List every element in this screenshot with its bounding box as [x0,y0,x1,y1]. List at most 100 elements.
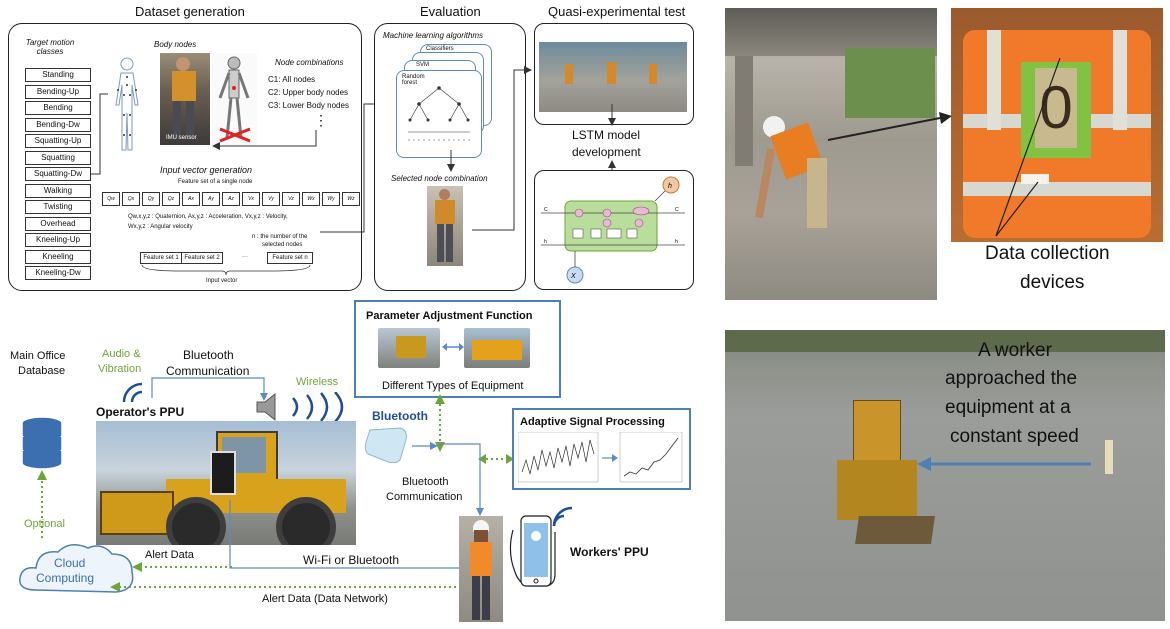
feature-set-1: Feature set 1 [140,252,182,264]
workers-ppu-label: Workers' PPU [570,545,649,559]
worker-line1: A worker [978,340,1052,361]
different-equipment-label: Different Types of Equipment [382,380,524,392]
signal-waves-icon [122,382,143,403]
motion-class-item: Kneeling-Dw [25,266,91,280]
input-vector-label: Input vector [206,278,238,284]
operator-ppu-label: Operator's PPU [96,405,185,419]
worker-line4: constant speed [950,426,1079,447]
bt-comm2-line2: Communication [386,491,463,503]
evaluation-title: Evaluation [420,4,481,19]
worker-bending-photo [725,8,937,300]
bluetooth-tag-icon [364,427,407,464]
motion-class-item: Bending [25,101,91,115]
quasi-down-arrow [608,104,616,126]
feature-cell: Qx [122,192,140,206]
worker-line3: equipment at a [945,397,1071,418]
motion-class-item: Standing [25,68,91,82]
node-combinations-label: Node combinations [275,58,344,67]
optional-label: Optional [24,518,65,530]
bt-comm-arrow [151,377,268,401]
wifi-bt-label: Wi-Fi or Bluetooth [303,553,400,567]
body-nodes-label: Body nodes [154,40,197,49]
approach-direction-arrow [917,457,1091,471]
phone-signal-icon [552,506,573,527]
random-forest-tree-icon [408,86,470,141]
motion-class-item: Squatting-Dw [25,167,91,181]
dataset-title: Dataset generation [135,4,245,19]
worker-line2: approached the [945,368,1078,389]
parameter-box: Parameter Adjustment Function Different … [354,300,561,398]
node-combination-1: C1: All nodes [268,75,316,84]
audio-line1: Audio & [102,348,141,360]
motion-class-item: Walking [25,183,91,198]
vest-callout-arrows [827,57,1061,237]
bt-comm-line2: Communication [166,364,250,378]
feature-legend-line1: Qw,x,y,z : Quaternion, Ax,y,z : Accelera… [128,214,288,220]
vest-photo: 0 [951,8,1163,242]
quasi-title: Quasi-experimental test [548,4,686,19]
feature-cell: Ay [202,192,220,206]
motion-class-item: Bending-Up [25,84,91,99]
lstm-ct-symbol: C [675,207,679,213]
alert-data-arrow [132,562,232,572]
parameter-title: Parameter Adjustment Function [366,310,533,322]
quasi-photo-box [534,23,694,125]
lstm-ht-symbol: h [668,183,672,190]
alert-network-arrow [110,582,466,592]
database-icon [21,416,63,470]
motion-class-item: Squatting [25,150,91,165]
main-office-line1: Main Office [10,350,66,362]
optional-arrow [37,470,47,538]
skeleton-model-photo [212,53,257,145]
input-vector-brace [141,264,311,276]
imu-worker-photo: IMU sensor [160,53,210,145]
feature-cell: Qw [102,192,120,206]
feature-set-row: Feature set 1 Feature set 2 ··· Feature … [140,252,313,264]
feature-set-n: Feature set n [267,252,313,264]
feature-cell: Vy [262,192,280,206]
bt-to-hub-arrow [412,442,438,450]
adaptive-box: Adaptive Signal Processing [512,408,691,490]
n-note-line1: n : the number of the [252,234,308,240]
feature-legend-line2: Wx,y,z : Angular velocity [128,224,193,230]
bt-comm2-line1: Bluetooth [402,476,449,488]
bluetooth-label: Bluetooth [372,409,428,423]
equipment-photo-truck [464,328,530,368]
motion-class-item: Overhead [25,216,91,231]
lstm-xt-symbol: X [570,273,576,280]
motion-class-item: Kneeling [25,249,91,264]
lstm-diagram-box: h X C C h h [534,170,694,290]
feature-cell: Vx [242,192,260,206]
speaker-icon [256,392,344,422]
feature-cell: Wx [302,192,320,206]
main-office-line2: Database [18,365,66,377]
lstm-cell-icon: h X C C h h [541,176,685,284]
node-combination-3: C3: Lower Body nodes [268,101,349,110]
body-outline-icon [115,57,139,151]
feature-cell: Az [222,192,240,206]
hub-to-adaptive-arrow [478,454,514,464]
feature-set-single-label: Feature set of a single node [178,179,253,185]
n-note-line2: selected nodes [262,242,303,248]
cloud-line1: Cloud [54,556,86,570]
phone-icon [509,515,556,587]
lstm-dev-line1: LSTM model [572,128,641,142]
selected-combination-photo [427,186,463,266]
motion-class-item: Twisting [25,200,91,214]
random-forest-label: Random forest [402,74,425,86]
data-collection-line2: devices [1020,272,1085,293]
feature-cell: Wz [342,192,360,206]
feature-cell: Qz [162,192,180,206]
lstm-dev-line2: development [572,145,641,159]
target-motion-label: Target motion classes [25,38,75,56]
feature-cell: Qy [142,192,160,206]
feature-cell: Vz [282,192,300,206]
data-collection-line1: Data collection [985,243,1110,264]
motion-class-item: Squatting-Up [25,134,91,148]
lstm-ct1-symbol: C [544,207,548,213]
operator-loader-photo [96,421,356,545]
class-connector [90,93,108,175]
selected-combination-label: Selected node combination [391,174,488,183]
approach-test-photo [725,330,1165,621]
